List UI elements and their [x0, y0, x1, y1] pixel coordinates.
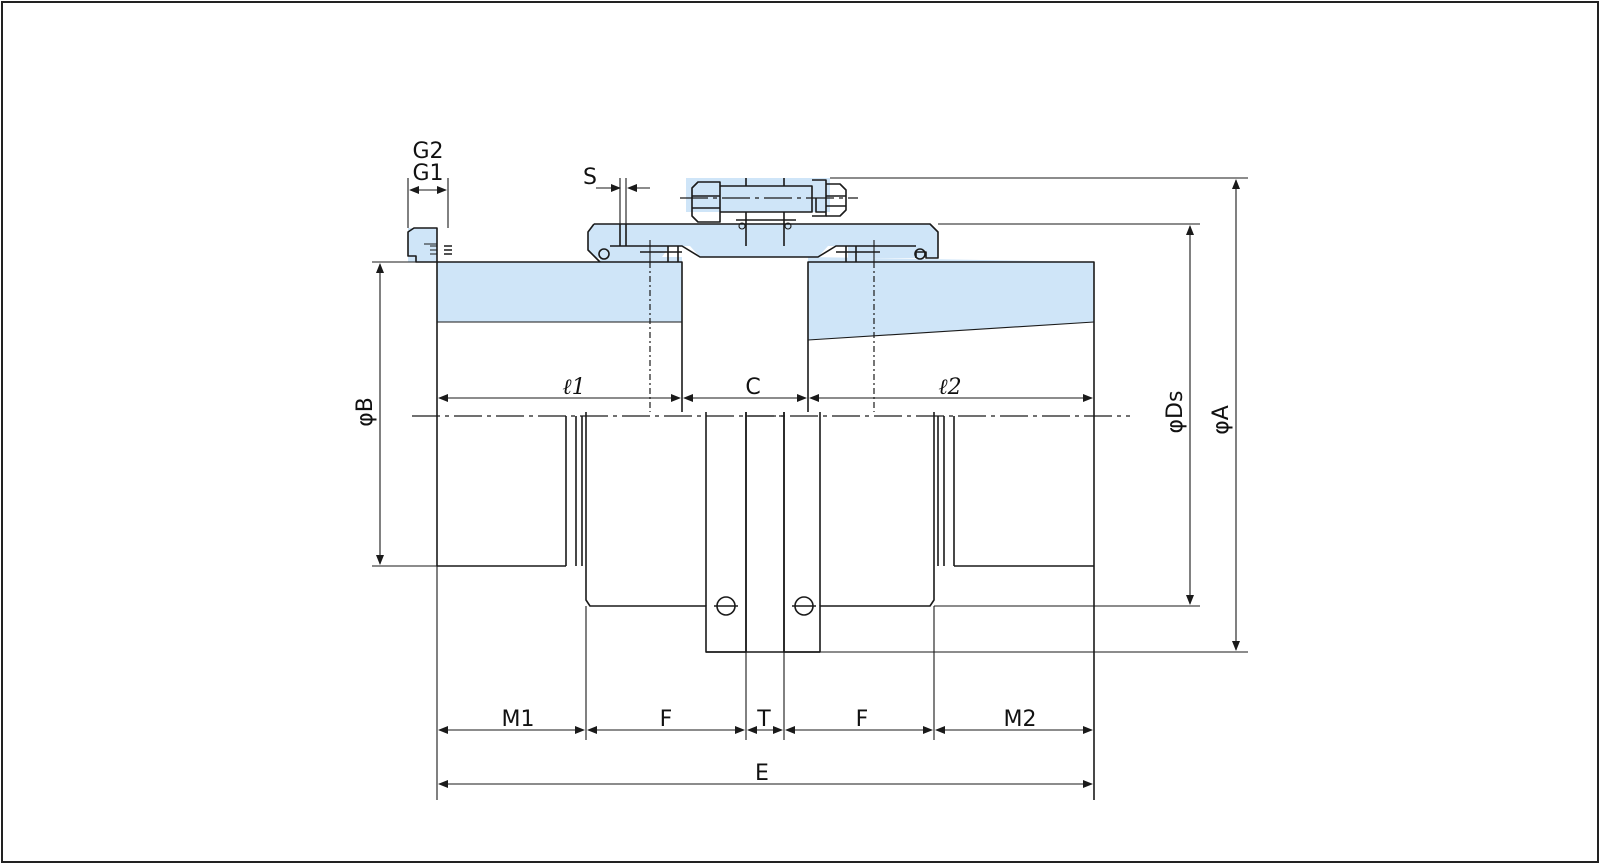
- label-g1: G1: [412, 161, 443, 186]
- label-phi-ds: φDs: [1163, 391, 1188, 434]
- label-l2: ℓ2: [938, 375, 961, 400]
- label-f-left: F: [660, 707, 673, 732]
- label-e: E: [755, 761, 769, 786]
- bolt-assembly: [680, 178, 858, 223]
- hole-symbols: [714, 596, 816, 616]
- gauge-piece: [407, 227, 452, 263]
- extension-lines: [372, 177, 1248, 800]
- label-f-right: F: [856, 707, 869, 732]
- dimension-labels: G2 G1 S ℓ1 C ℓ2 φB φDs φA M1 F T F M2 E: [353, 139, 1234, 786]
- left-hub-shade: [437, 257, 682, 322]
- right-hub-shade: [808, 257, 1094, 340]
- gauge-shade: [408, 228, 437, 262]
- label-m2: M2: [1004, 707, 1037, 732]
- left-hub: [436, 261, 747, 653]
- sleeve: [587, 212, 939, 263]
- label-l1: ℓ1: [562, 375, 585, 400]
- label-phi-a: φA: [1209, 405, 1234, 435]
- label-c: C: [745, 375, 760, 400]
- label-t: T: [756, 707, 771, 732]
- label-g2: G2: [412, 139, 443, 164]
- center-spacer: [705, 412, 821, 653]
- sleeve-shade: [588, 224, 938, 258]
- dimension-lines: [376, 179, 1240, 788]
- label-m1: M1: [502, 707, 535, 732]
- label-s: S: [583, 165, 597, 190]
- label-phi-b: φB: [353, 397, 378, 427]
- bolt-shade: [686, 178, 830, 212]
